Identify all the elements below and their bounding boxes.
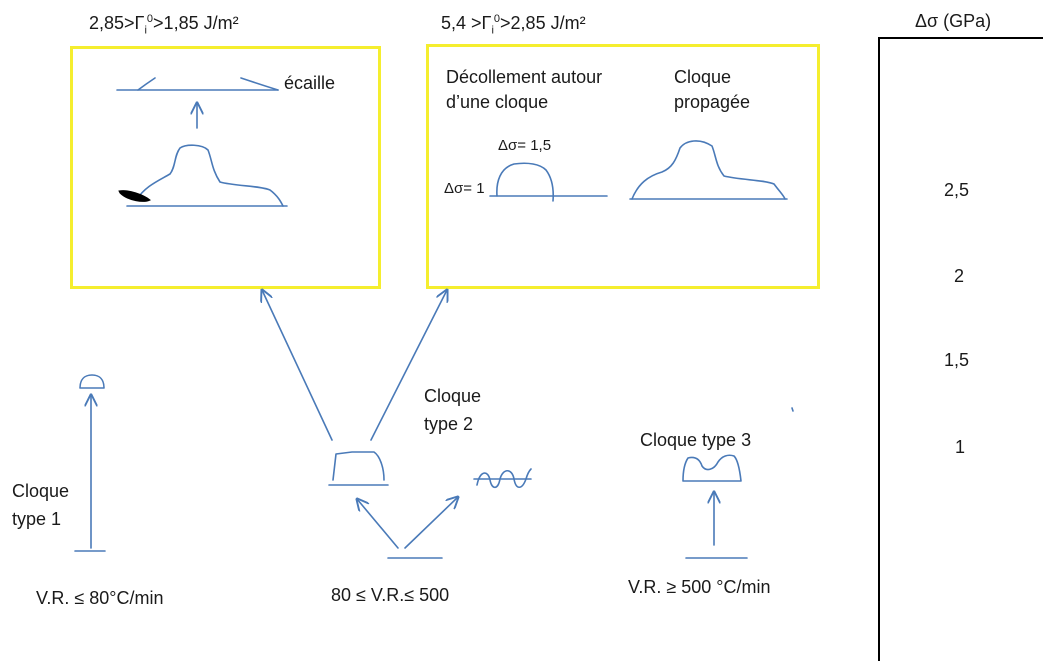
cloque-type2-label: Cloque type 2	[424, 386, 482, 434]
type1-blister	[79, 374, 105, 389]
decollement-blister	[496, 162, 555, 202]
type3-blister	[682, 454, 742, 482]
propagee-blister	[631, 140, 786, 200]
ecaille-curl-right	[240, 77, 279, 91]
type2-blister	[332, 451, 385, 481]
cloque-type3-label: Cloque type 3	[640, 430, 752, 450]
ecaille-curl-left	[137, 77, 156, 91]
box-left-frame	[70, 46, 381, 289]
scale-tick-label: 1	[955, 437, 966, 457]
rate-high-label: V.R. ≥ 500 °C/min	[628, 577, 771, 597]
stray-tick	[791, 407, 794, 412]
header-mid-energy: 5,4 >Γi0>2,85 J/m²	[441, 13, 586, 37]
delta-sigma-side-label: Δσ= 1	[444, 180, 485, 197]
stress-scale-frame	[878, 37, 1043, 661]
box-right-frame	[426, 44, 820, 289]
ecaille-label: écaille	[284, 73, 336, 93]
arrow-type2-left	[357, 499, 399, 549]
blister-left-box	[135, 144, 284, 207]
scale-title: Δσ (GPa)	[915, 11, 992, 31]
cloque-propagee-label: Cloque propagée	[674, 67, 751, 112]
decollement-label: Décollement autour d’une cloque	[446, 67, 603, 112]
arrow-type2-to-left-box	[262, 290, 333, 441]
wavy-profile	[476, 468, 532, 489]
rate-mid-label: 80 ≤ V.R.≤ 500	[331, 585, 450, 605]
arrow-type2-right	[404, 497, 458, 549]
scale-tick-label: 2,5	[944, 180, 970, 200]
scale-tick-label: 1,5	[944, 350, 970, 370]
header-left-energy: 2,85>Γi0>1,85 J/m²	[89, 13, 239, 37]
crack-mark	[118, 190, 151, 202]
scale-tick-label: 2	[954, 266, 965, 286]
rate-low-label: V.R. ≤ 80°C/min	[36, 588, 164, 608]
cloque-type1-label: Cloque type 1	[12, 481, 70, 529]
delta-sigma-top-label: Δσ= 1,5	[498, 137, 552, 154]
arrow-type2-to-right-box	[370, 290, 447, 441]
